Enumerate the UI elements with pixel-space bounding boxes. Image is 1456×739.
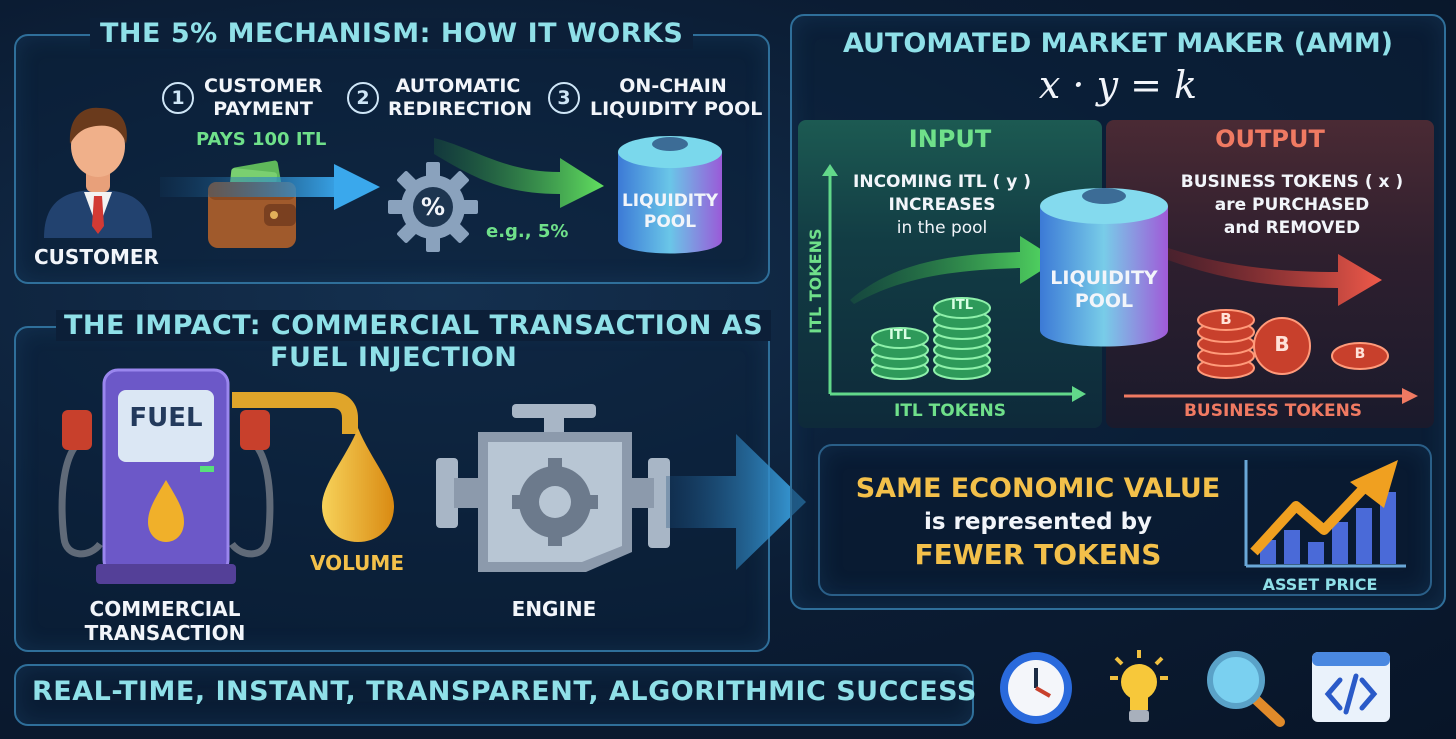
itl-coin-stacks [871, 297, 991, 380]
step-3-label-line1: ON-CHAIN [619, 75, 727, 97]
input-text-line1: INCOMING ITL ( y ) [853, 172, 1031, 192]
input-header: INPUT [908, 125, 992, 153]
footer-panel [14, 664, 974, 726]
commercial-label-line1: COMMERCIAL [89, 597, 241, 621]
engine-label: ENGINE [511, 597, 597, 621]
input-x-axis-label: ITL TOKENS [894, 401, 1006, 421]
step-2-label-line1: AUTOMATIC [395, 75, 521, 97]
amm-pool-label-line1: LIQUIDITY [1050, 267, 1158, 289]
fuel-drop-icon [322, 428, 394, 542]
step-3-label-line2: LIQUIDITY POOL [590, 98, 763, 120]
fuel-pipe [232, 392, 358, 434]
value-line3: FEWER TOKENS [914, 538, 1162, 571]
value-line2: is represented by [923, 509, 1153, 535]
input-y-axis-label: ITL TOKENS [805, 228, 825, 334]
step-1-label-line2: PAYMENT [213, 98, 313, 120]
impact-title-line2: FUEL INJECTION [270, 342, 518, 373]
amm-pool-label-line2: POOL [1074, 290, 1134, 312]
input-axes [822, 164, 1086, 402]
b-coin-label-1: B [1220, 310, 1232, 328]
step-2-label-line2: REDIRECTION [388, 98, 533, 120]
asset-price-label: ASSET PRICE [1262, 575, 1378, 594]
mechanism-pool-label-line1: LIQUIDITY [621, 191, 719, 211]
output-text-line1: BUSINESS TOKENS ( x ) [1180, 172, 1404, 192]
itl-coin-label-small: ITL [889, 328, 911, 343]
output-x-axis-label: BUSINESS TOKENS [1183, 401, 1363, 421]
fuel-pump-icon [58, 368, 274, 584]
mechanism-pool-label-line2: POOL [643, 212, 697, 232]
step-3-number: 3 [548, 82, 580, 114]
output-decline-arrow [1168, 248, 1382, 306]
value-line1: SAME ECONOMIC VALUE [855, 473, 1221, 504]
code-window-icon [1312, 652, 1390, 722]
fuel-label: FUEL [129, 403, 203, 433]
b-coin-label-2: B [1274, 332, 1290, 356]
customer-avatar-icon [44, 107, 152, 238]
amm-formula: x · y = k [1038, 63, 1198, 107]
step-2-number: 2 [347, 82, 379, 114]
business-coin-stacks [1197, 309, 1389, 379]
impact-arrow [666, 434, 806, 570]
step-1-label-line1: CUSTOMER [204, 75, 323, 97]
amm-title: AUTOMATED MARKET MAKER (AMM) [842, 28, 1394, 59]
output-axis [1124, 388, 1418, 404]
magnifier-icon [1207, 651, 1285, 727]
input-text-line3: in the pool [896, 218, 988, 238]
impact-title-line1: THE IMPACT: COMMERCIAL TRANSACTION AS [56, 310, 772, 341]
output-text-line2: are PURCHASED [1214, 195, 1370, 215]
input-text-line2: INCREASES [888, 195, 996, 215]
mechanism-title: THE 5% MECHANISM: HOW IT WORKS [90, 18, 694, 49]
output-header: OUTPUT [1215, 125, 1325, 153]
amm-liquidity-pool-cylinder [1040, 188, 1168, 347]
redirect-arrow [434, 138, 604, 208]
customer-label: CUSTOMER [34, 245, 159, 269]
step-1-number: 1 [162, 82, 194, 114]
asset-price-chart-icon [1244, 460, 1406, 568]
percent-symbol: % [420, 193, 446, 221]
volume-label: VOLUME [310, 551, 404, 575]
commercial-label-line2: TRANSACTION [84, 621, 246, 645]
b-coin-label-3: B [1354, 346, 1366, 362]
pays-label: PAYS 100 ITL [196, 129, 327, 150]
gear-icon [388, 162, 478, 252]
example-label: e.g., 5% [486, 221, 569, 242]
payment-arrow [160, 164, 380, 210]
lightbulb-icon [1110, 650, 1168, 722]
input-growth-arrow [850, 236, 1058, 304]
itl-coin-label-large: ITL [951, 298, 973, 313]
output-text-line3: and REMOVED [1223, 218, 1361, 238]
footer-text: REAL-TIME, INSTANT, TRANSPARENT, ALGORIT… [32, 676, 977, 707]
engine-icon [436, 404, 670, 572]
liquidity-pool-cylinder [618, 136, 722, 254]
clock-icon [1000, 652, 1072, 724]
